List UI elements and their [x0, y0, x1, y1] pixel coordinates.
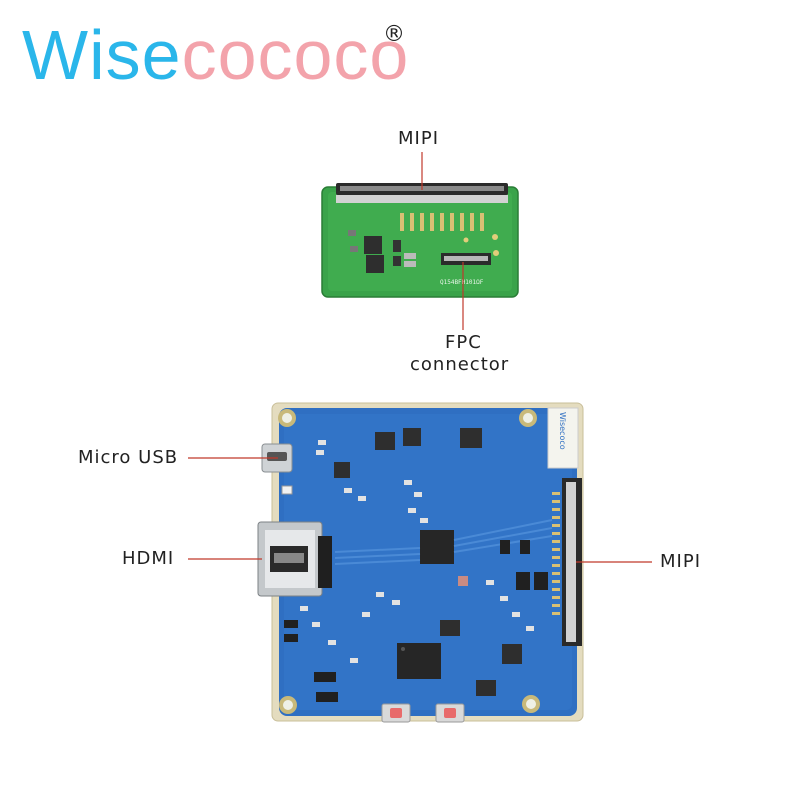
logo-text-pink: cococo — [181, 16, 410, 94]
registered-mark: ® — [383, 22, 405, 47]
brand-logo: Wisecococo — [22, 10, 409, 100]
main-processor-chip — [420, 530, 454, 564]
callout-lines — [188, 152, 652, 563]
board-id-label: Wisecoco — [558, 412, 567, 450]
micro-usb-label: Micro USB — [78, 447, 179, 468]
board-sticker — [547, 407, 579, 469]
fpc-connector-label-line1: FPC — [445, 332, 482, 353]
logo-text-blue: Wise — [22, 16, 182, 94]
adapter-mipi-label: MIPI — [398, 128, 440, 149]
adapter-board: Q154BFH101ΩF — [321, 183, 519, 298]
fpc-connector-label-line2: connector — [410, 354, 510, 375]
adapter-silkscreen: Q154BFH101ΩF — [440, 279, 484, 286]
board-mipi-label: MIPI — [660, 551, 702, 572]
main-board: Wisecoco — [257, 402, 584, 723]
hdmi-label: HDMI — [122, 548, 175, 569]
